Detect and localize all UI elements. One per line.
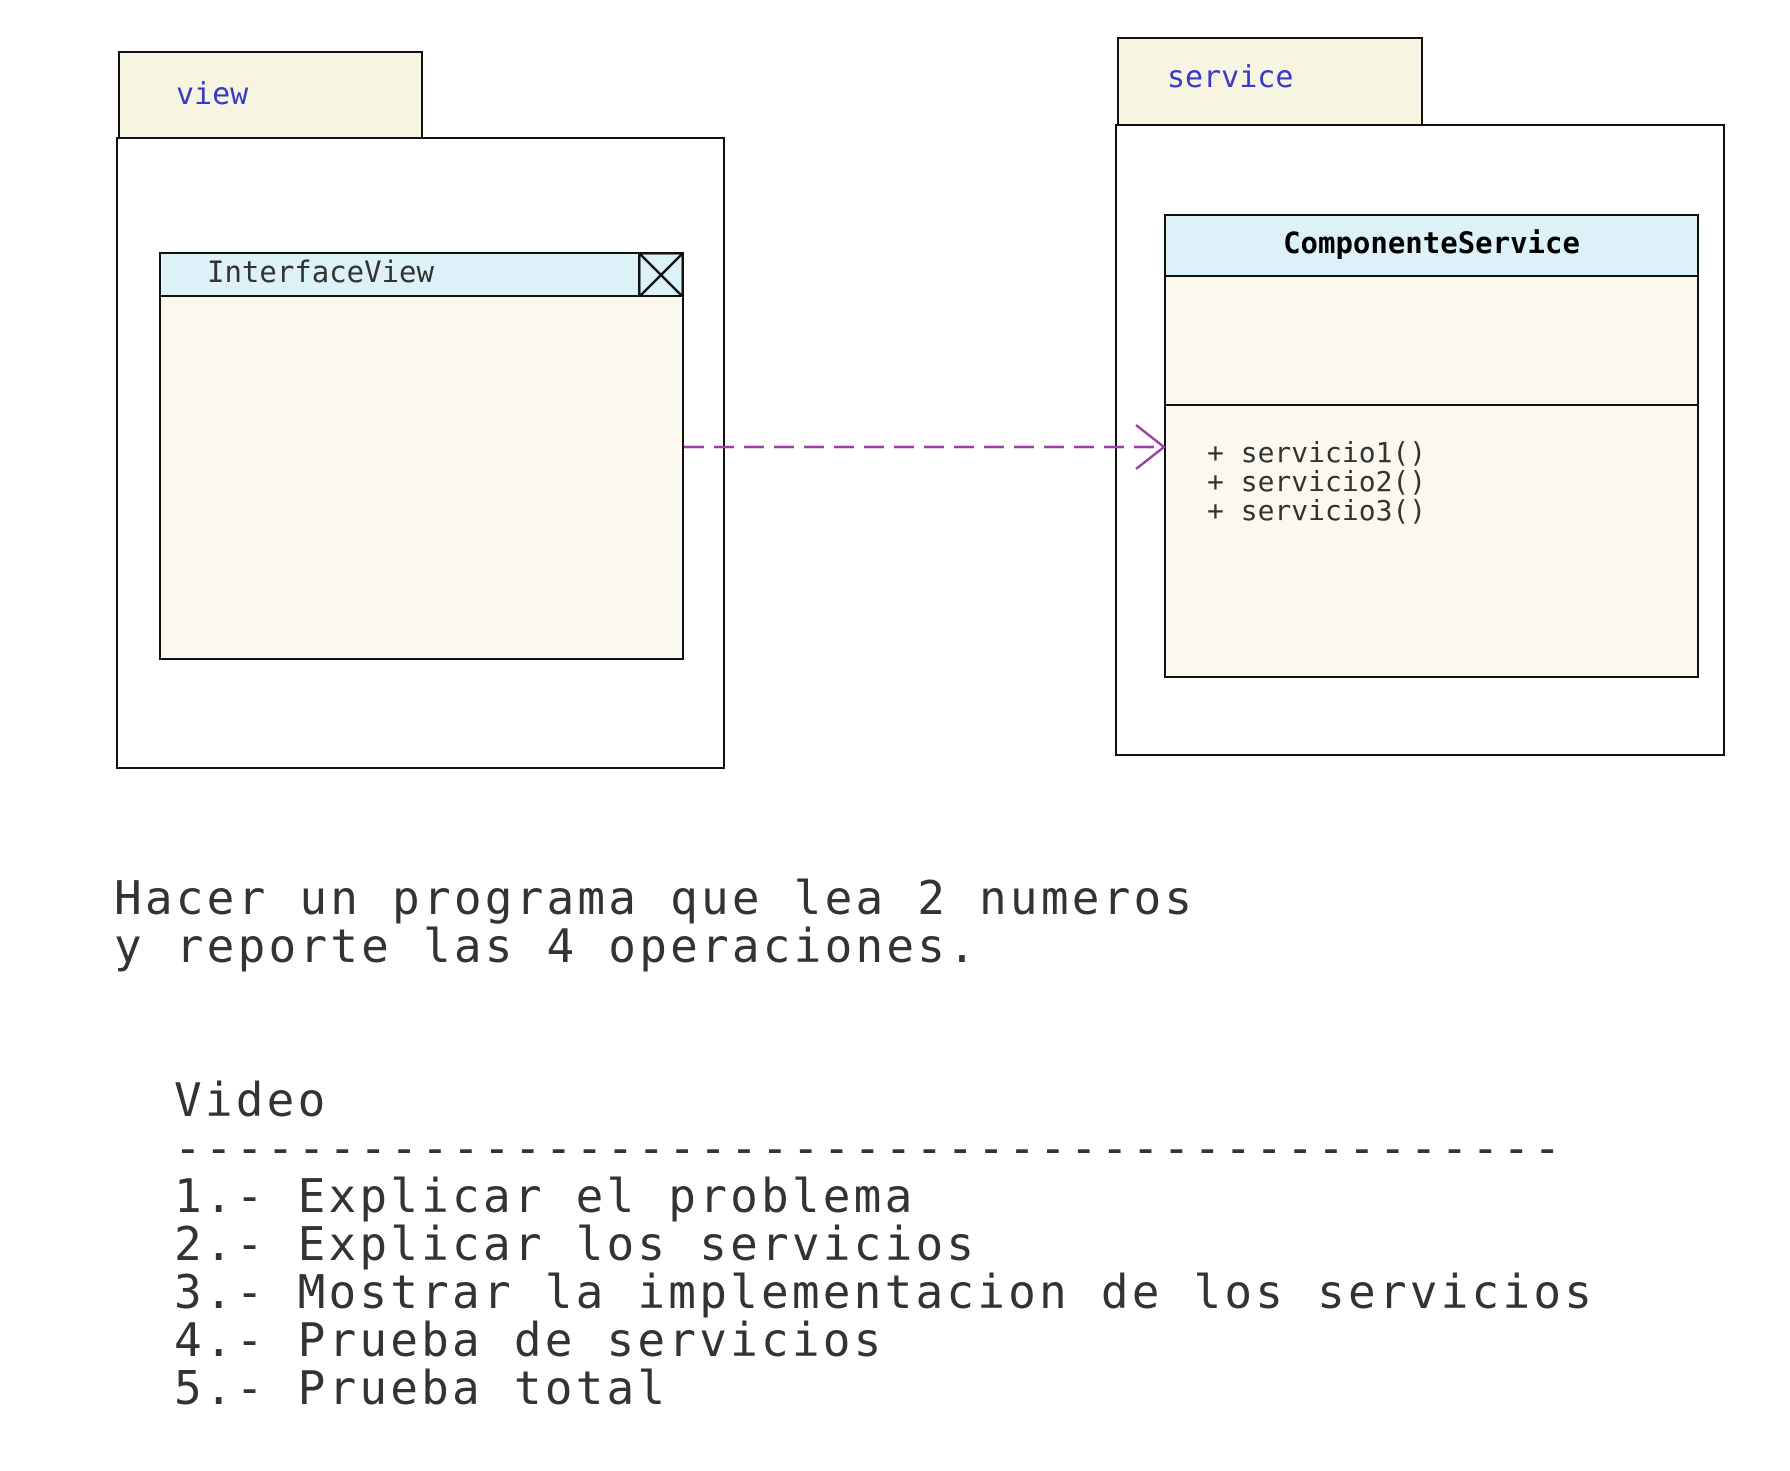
class-componenteservice-operations [1164,404,1699,678]
video-separator: ----------------------------------------… [174,1121,1565,1175]
video-item-2: 2.- Explicar los servicios [174,1217,978,1271]
description-line-2: y reporte las 4 operaciones. [114,919,980,973]
package-view-label: view [176,77,249,112]
video-item-5: 5.- Prueba total [174,1361,669,1415]
class-interfaceview-name: InterfaceView [207,255,434,289]
package-view-tab [118,51,423,140]
video-title: Video [174,1073,329,1127]
class-componenteservice-attributes [1164,275,1699,408]
interface-stereotype-icon [638,252,684,298]
package-service-label: service [1167,60,1294,95]
video-item-4: 4.- Prueba de servicios [174,1313,885,1367]
class-componenteservice-header [1164,214,1699,278]
description-line-1: Hacer un programa que lea 2 numeros [114,871,1196,925]
package-service-tab [1117,37,1423,128]
video-item-3: 3.- Mostrar la implementacion de los ser… [174,1265,1596,1319]
video-item-1: 1.- Explicar el problema [174,1169,916,1223]
dependency-arrow [684,424,1167,470]
class-interfaceview-header [159,252,684,298]
method-servicio3: + servicio3() [1207,494,1427,527]
class-componenteservice-name: ComponenteService [1283,226,1580,260]
method-servicio1: + servicio1() [1207,436,1427,469]
method-servicio2: + servicio2() [1207,465,1427,498]
class-interfaceview-body [159,295,684,660]
